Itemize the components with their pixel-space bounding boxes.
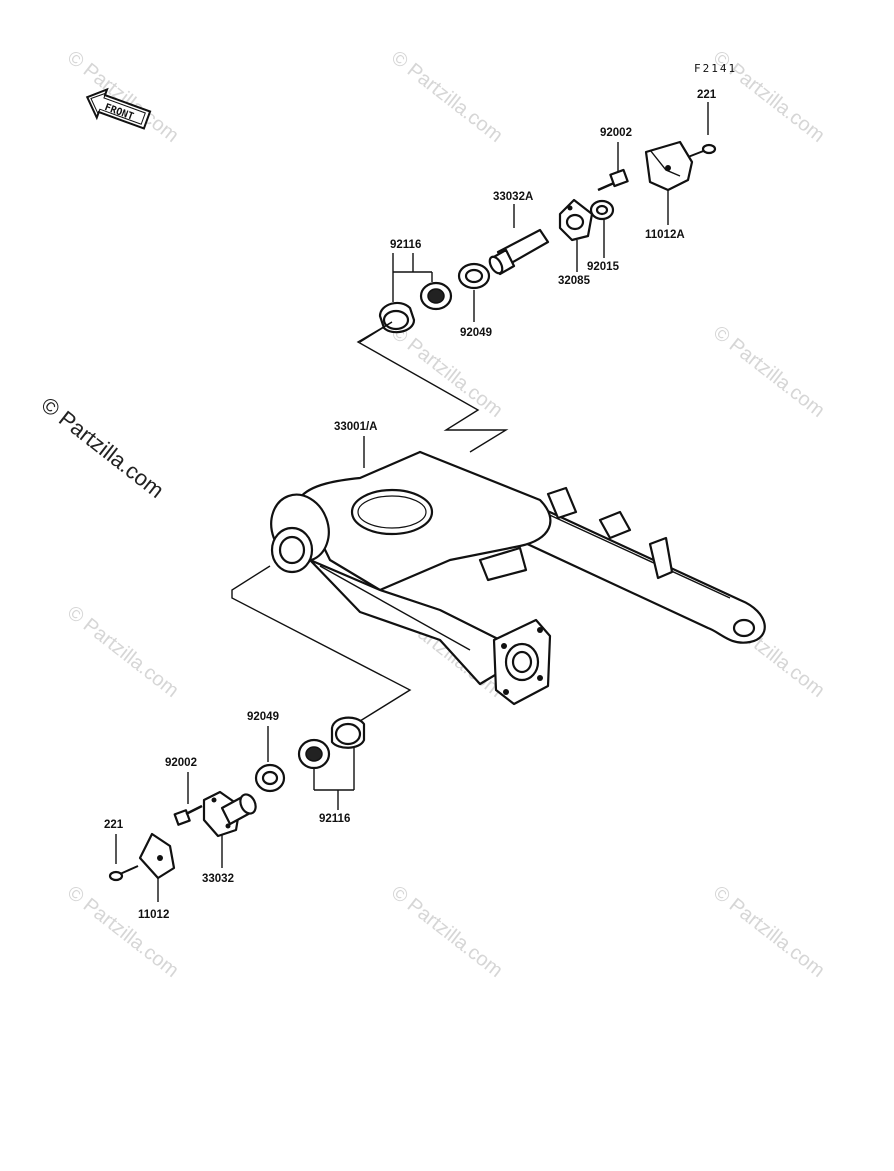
watermark: © Partzilla.com	[63, 882, 183, 982]
part-label: 11012A	[645, 229, 685, 241]
watermark: © Partzilla.com	[387, 882, 507, 982]
plate-32085	[558, 198, 594, 272]
part-label: 32085	[558, 275, 591, 287]
shaft-33032A	[488, 204, 550, 276]
bolt-92002-top	[597, 142, 629, 192]
part-label: 92002	[600, 127, 632, 139]
part-label: 33001/A	[334, 421, 377, 433]
part-label: 11012	[138, 909, 169, 921]
bearing-92116-top	[378, 253, 453, 334]
part-label: 92116	[319, 813, 350, 825]
washer-92015	[589, 199, 615, 258]
watermark: © Partzilla.com	[709, 322, 829, 422]
seal-92049-top	[457, 262, 491, 322]
watermark: © Partzilla.com	[63, 47, 183, 147]
figure-code: F2141	[694, 62, 737, 75]
cap-11012	[138, 832, 176, 902]
bolt-221-bottom	[108, 834, 139, 882]
swingarm-33001A	[270, 436, 766, 706]
bearing-92116-bottom	[297, 716, 366, 810]
part-label: 92002	[165, 757, 197, 769]
part-label: 92049	[247, 711, 279, 723]
leader-line-top	[356, 321, 509, 453]
bolt-92002-bottom	[173, 772, 203, 826]
leader-line-bottom	[231, 565, 412, 727]
seal-92049-bottom	[254, 726, 286, 793]
part-label: 92049	[460, 327, 492, 339]
watermark: © Partzilla.com	[63, 602, 183, 702]
part-label: 221	[104, 819, 124, 831]
part-label: 92116	[390, 239, 421, 251]
part-label: 221	[697, 89, 717, 101]
part-label: 92015	[587, 261, 620, 273]
watermark: © Partzilla.com	[709, 882, 829, 982]
part-label: 33032A	[493, 191, 533, 203]
bolt-221-top	[687, 102, 717, 158]
shaft-33032	[202, 790, 257, 868]
part-label: 33032	[202, 873, 234, 885]
watermark: © Partzilla.com	[387, 47, 507, 147]
cap-11012A	[644, 140, 694, 225]
